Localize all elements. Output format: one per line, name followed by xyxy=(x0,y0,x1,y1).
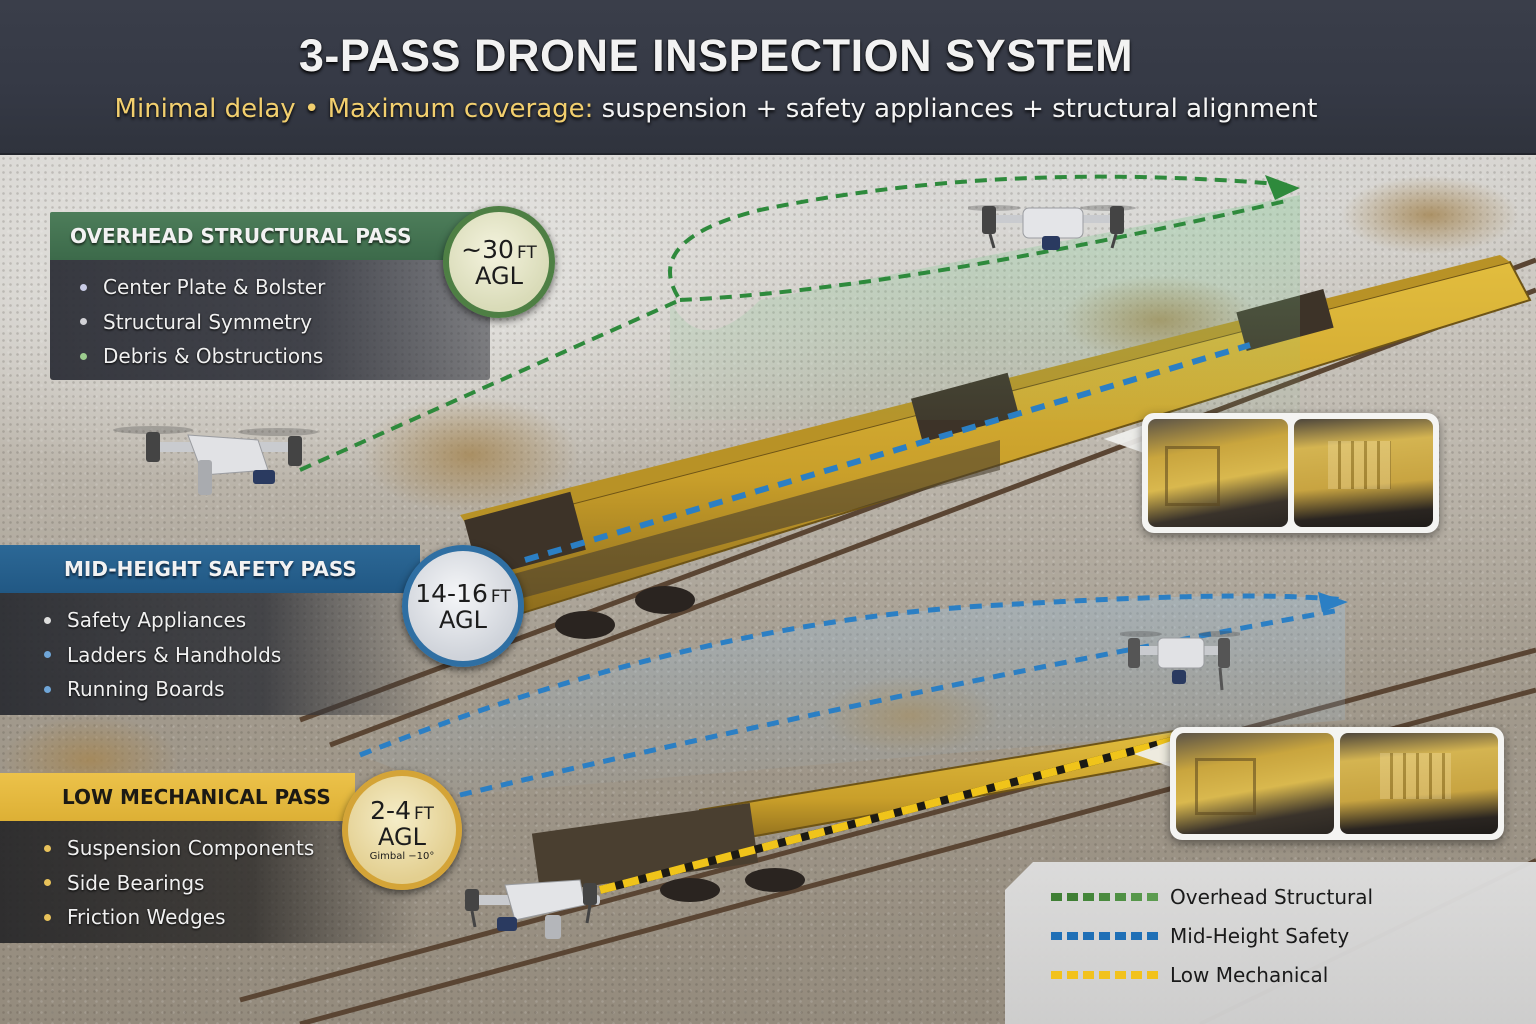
bullet-icon xyxy=(44,616,51,624)
drone-icon xyxy=(465,879,600,939)
drone-icon xyxy=(1120,631,1240,691)
ladder-frame-closeup-image[interactable] xyxy=(1176,733,1334,834)
bullet-icon xyxy=(44,879,51,887)
mid-pass-inspection-inset[interactable] xyxy=(1142,413,1439,533)
header: 3-PASS DRONE INSPECTION SYSTEM Minimal d… xyxy=(0,0,1536,155)
checklist-item: Friction Wedges xyxy=(44,900,420,935)
legend-item-mid-height: Mid-Height Safety xyxy=(1051,921,1349,951)
bullet-icon xyxy=(44,685,51,693)
dry-grass xyxy=(1060,275,1260,365)
checklist-item: Side Bearings xyxy=(44,866,420,901)
legend-item-low-mechanical: Low Mechanical xyxy=(1051,960,1328,990)
checklist-item: Structural Symmetry xyxy=(80,305,490,340)
bullet-icon xyxy=(44,651,51,659)
inset-callout-pointer xyxy=(1104,425,1144,453)
pass-checklist: Center Plate & Bolster Structural Symmet… xyxy=(50,260,490,380)
page-title: 3-PASS DRONE INSPECTION SYSTEM xyxy=(298,30,1134,81)
dry-grass xyxy=(820,675,1000,755)
pass-title: MID-HEIGHT SAFETY PASS xyxy=(0,545,420,593)
subtitle-highlight-delay: Minimal delay xyxy=(114,94,296,124)
checklist-item: Ladders & Handholds xyxy=(44,638,440,673)
checklist-item: Debris & Obstructions xyxy=(80,339,490,374)
checklist-item: Center Plate & Bolster xyxy=(80,270,490,305)
bullet-icon xyxy=(44,844,51,852)
checklist-item: Safety Appliances xyxy=(44,603,440,638)
page-subtitle: Minimal delay • Maximum coverage: suspen… xyxy=(0,94,1432,124)
low-pass-inspection-inset[interactable] xyxy=(1170,727,1504,840)
dashed-line-swatch-icon xyxy=(1051,893,1158,901)
drone-icon xyxy=(113,426,318,495)
flight-path-legend: Overhead Structural Mid-Height Safety Lo… xyxy=(1005,862,1536,1024)
gimbal-angle: Gimbal −10° xyxy=(369,851,435,862)
ladder-closeup-image[interactable] xyxy=(1148,419,1288,527)
subtitle-separator: • xyxy=(295,94,328,124)
dry-grass xyxy=(360,395,580,515)
pass-checklist: Safety Appliances Ladders & Handholds Ru… xyxy=(0,593,440,715)
subtitle-coverage-list: suspension + safety appliances + structu… xyxy=(593,94,1318,124)
bullet-icon xyxy=(44,913,51,921)
legend-item-overhead: Overhead Structural xyxy=(1051,882,1373,912)
checklist-item: Running Boards xyxy=(44,672,440,707)
bullet-icon xyxy=(80,283,87,291)
side-panel-closeup-image[interactable] xyxy=(1293,419,1433,527)
inset-callout-pointer xyxy=(1134,740,1174,768)
truck-closeup-image[interactable] xyxy=(1340,733,1498,834)
drone-icon xyxy=(968,205,1136,250)
bullet-icon xyxy=(80,352,87,360)
dashed-line-swatch-icon xyxy=(1051,971,1158,979)
pass-title: OVERHEAD STRUCTURAL PASS xyxy=(50,212,490,260)
dry-grass xyxy=(1340,175,1520,255)
dashed-line-swatch-icon xyxy=(1051,932,1158,940)
pass-title: LOW MECHANICAL PASS xyxy=(0,773,355,821)
subtitle-highlight-coverage: Maximum coverage: xyxy=(327,94,594,124)
bullet-icon xyxy=(80,318,87,326)
